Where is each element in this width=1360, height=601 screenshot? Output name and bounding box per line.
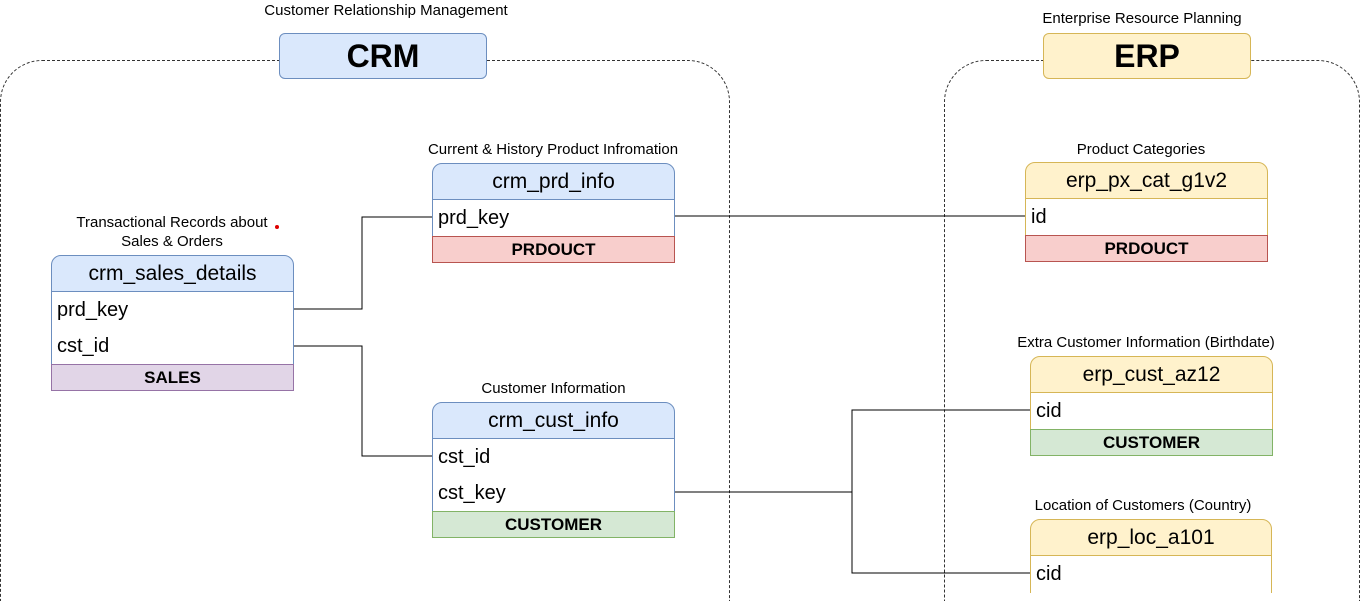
table-header: crm_prd_info bbox=[432, 163, 675, 200]
erp-title: ERP bbox=[1043, 33, 1251, 79]
table-tag: PRDOUCT bbox=[432, 236, 675, 263]
connector-sales-prd-key bbox=[294, 216, 432, 310]
table-header: erp_loc_a101 bbox=[1030, 519, 1272, 556]
crm-caption: Customer Relationship Management bbox=[264, 2, 508, 19]
field-prd-key: prd_key bbox=[57, 299, 129, 321]
table-crm-cust-info[interactable]: crm_cust_info cst_id cst_key CUSTOMER bbox=[432, 402, 675, 538]
prd-info-caption: Current & History Product Infromation bbox=[427, 141, 679, 158]
table-crm-sales-details[interactable]: crm_sales_details prd_key cst_id SALES bbox=[51, 255, 294, 391]
table-tag: SALES bbox=[51, 364, 294, 391]
table-tag: CUSTOMER bbox=[1030, 429, 1273, 456]
field-cst-id: cst_id bbox=[57, 335, 110, 357]
field-prd-key: prd_key bbox=[438, 207, 510, 229]
table-erp-px-cat-g1v2[interactable]: erp_px_cat_g1v2 id PRDOUCT bbox=[1025, 162, 1268, 262]
erp-caption: Enterprise Resource Planning bbox=[1042, 10, 1242, 27]
table-header: crm_cust_info bbox=[432, 402, 675, 439]
table-body: cid bbox=[1030, 556, 1272, 593]
table-tag: PRDOUCT bbox=[1025, 235, 1268, 262]
cust-info-caption: Customer Information bbox=[481, 380, 626, 397]
sales-details-caption-line1: Transactional Records about bbox=[76, 214, 268, 231]
table-header: erp_cust_az12 bbox=[1030, 356, 1273, 393]
sales-details-caption-line2: Sales & Orders bbox=[121, 233, 223, 250]
table-crm-prd-info[interactable]: crm_prd_info prd_key PRDOUCT bbox=[432, 163, 675, 263]
table-erp-cust-az12[interactable]: erp_cust_az12 cid CUSTOMER bbox=[1030, 356, 1273, 456]
table-erp-loc-a101[interactable]: erp_loc_a101 cid bbox=[1030, 519, 1272, 593]
field-cst-id: cst_id bbox=[438, 446, 491, 468]
sales-details-caption: Transactional Records about Sales & Orde… bbox=[52, 213, 292, 251]
table-tag: CUSTOMER bbox=[432, 511, 675, 538]
connector-sales-cst-id bbox=[294, 345, 432, 457]
field-cid: cid bbox=[1036, 563, 1062, 585]
table-body: prd_key cst_id bbox=[51, 292, 294, 364]
connector-cst-key-cust-az12 bbox=[675, 409, 1030, 493]
table-body: cst_id cst_key bbox=[432, 439, 675, 511]
crm-title: CRM bbox=[279, 33, 487, 79]
cust-az12-caption: Extra Customer Information (Birthdate) bbox=[1017, 334, 1275, 351]
px-cat-caption: Product Categories bbox=[1076, 141, 1206, 158]
red-dot-marker bbox=[275, 225, 279, 229]
table-body: prd_key bbox=[432, 200, 675, 236]
table-body: cid bbox=[1030, 393, 1273, 429]
table-body: id bbox=[1025, 199, 1268, 235]
loc-a101-caption: Location of Customers (Country) bbox=[1034, 497, 1252, 514]
table-header: crm_sales_details bbox=[51, 255, 294, 292]
table-header: erp_px_cat_g1v2 bbox=[1025, 162, 1268, 199]
field-cid: cid bbox=[1036, 400, 1062, 422]
field-id: id bbox=[1031, 206, 1047, 228]
field-cst-key: cst_key bbox=[438, 482, 506, 504]
connector-cst-key-loc-a101 bbox=[851, 492, 1030, 574]
